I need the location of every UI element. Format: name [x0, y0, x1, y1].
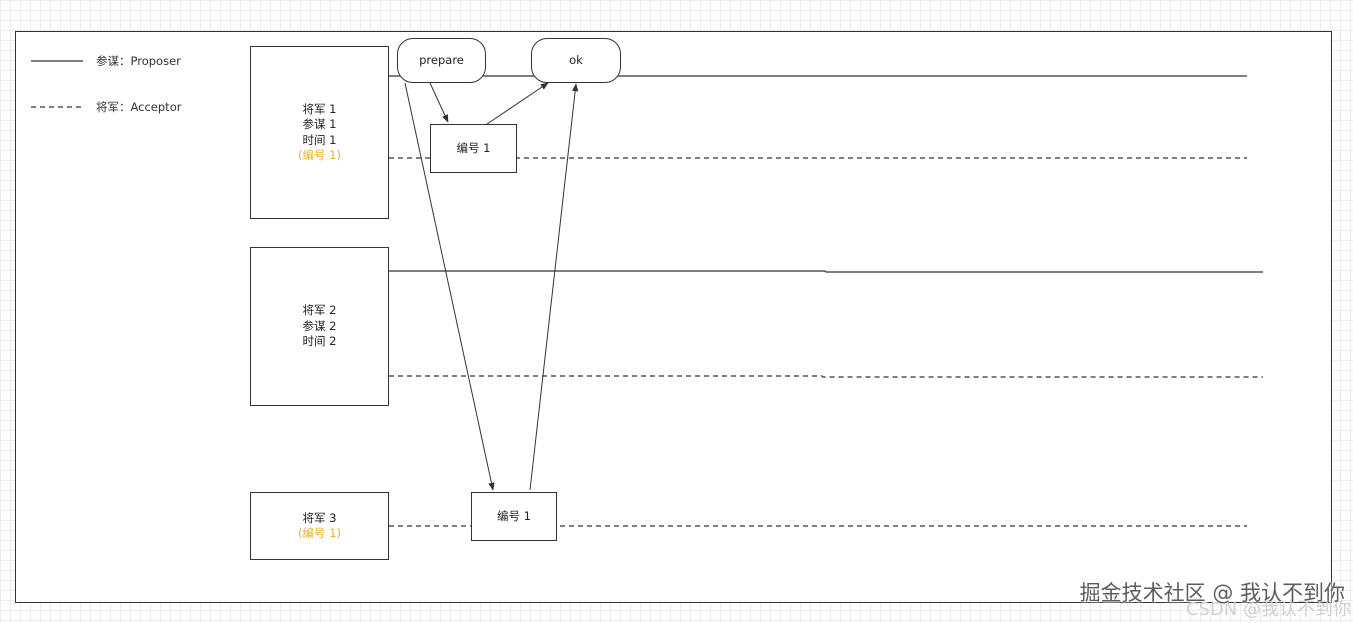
legend-proposer-label: 参谋：Proposer [96, 54, 181, 68]
number-box-to-ok-arrow [486, 82, 549, 125]
general-3-number-note: (编号 1) [298, 526, 341, 540]
prepare-to-number-box-arrow [429, 82, 449, 123]
general-1-time: 时间 1 [302, 132, 337, 147]
general-2-time: 时间 2 [302, 334, 337, 349]
ok-message: ok [531, 38, 621, 83]
number-box-general-1: 编号 1 [430, 124, 517, 173]
prepare-label: prepare [419, 52, 464, 67]
number-box-general-3: 编号 1 [471, 492, 557, 541]
prepare-message: prepare [397, 38, 486, 83]
general-3-title: 将军 3 [302, 510, 337, 525]
number-box-general-3-label: 编号 1 [497, 508, 531, 523]
general-2-advisor: 参谋 2 [302, 318, 337, 333]
general-2-box: 将军 2 参谋 2 时间 2 [250, 247, 389, 406]
general-1-advisor: 参谋 1 [302, 117, 337, 131]
general-2-proposer-timeline [389, 270, 1263, 273]
general-2-acceptor-timeline [389, 375, 1263, 378]
general-3-box: 将军 3 (编号 1) [250, 492, 389, 560]
ok-label: ok [569, 52, 583, 67]
watermark-ghost: CSDN @我认不到你 [1185, 599, 1351, 620]
watermark: 掘金技术社区 @ 我认不到你 [1079, 581, 1345, 605]
general-1-number-note: (编号 1) [298, 148, 341, 162]
legend-acceptor-label: 将军：Acceptor [96, 100, 182, 114]
prepare-to-general-3-arrow [404, 82, 495, 491]
number-box-general-1-label: 编号 1 [456, 140, 491, 155]
general-1-box: 将军 1 参谋 1 时间 1 (编号 1) [250, 46, 389, 219]
general-1-title: 将军 1 [302, 101, 337, 116]
general-2-title: 将军 2 [302, 303, 337, 318]
general-3-to-ok-arrow [529, 83, 579, 491]
diagram-frame [15, 31, 1332, 603]
